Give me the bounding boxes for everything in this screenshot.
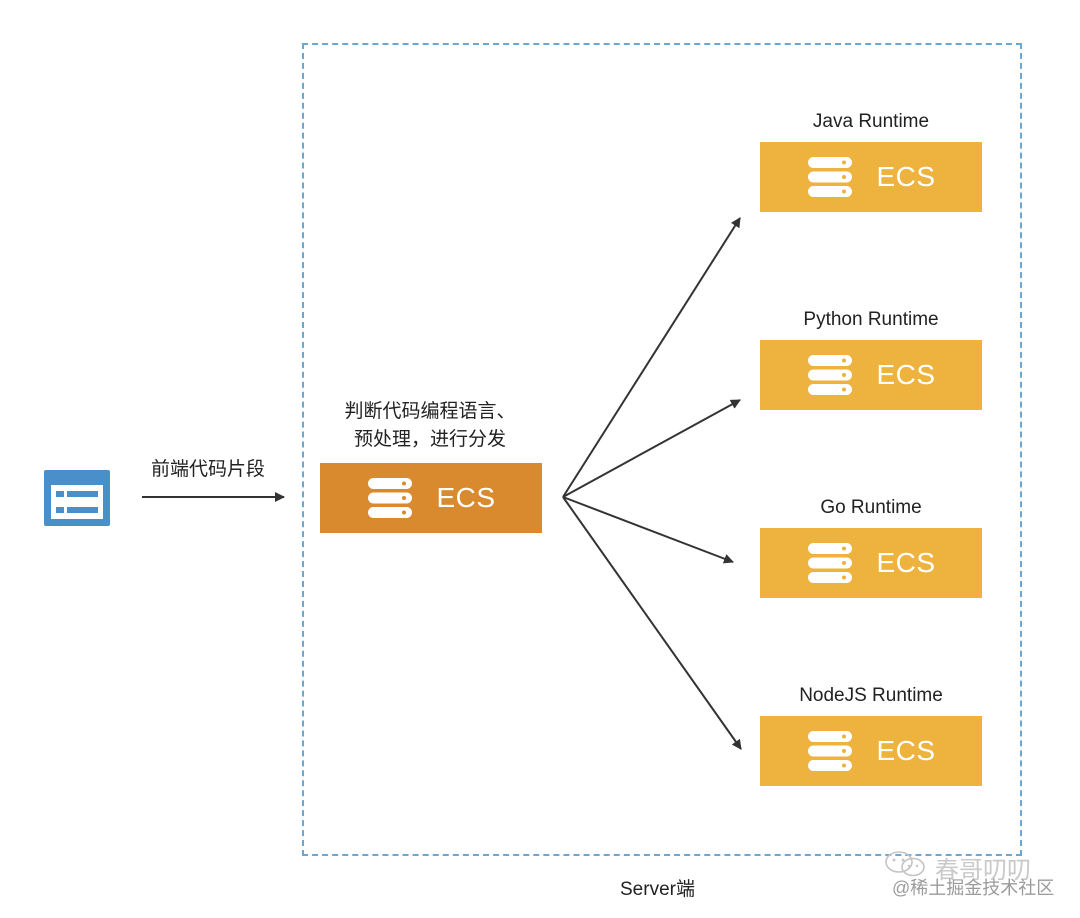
dispatcher-ecs-label: ECS [436, 482, 496, 513]
client-arrow-label: 前端代码片段 [151, 459, 266, 480]
python-ecs-label: ECS [876, 359, 936, 390]
watermark-community: @稀土掘金技术社区 [892, 878, 1055, 898]
server-boundary [302, 43, 1022, 856]
java-ecs-label: ECS [876, 161, 936, 192]
runtime-label-nodejs: NodeJS Runtime [799, 685, 943, 706]
nodejs-runtime-ecs-node: ECS [760, 716, 982, 786]
runtime-label-java: Java Runtime [812, 111, 930, 132]
dispatcher-label-line2: 预处理，进行分发 [353, 429, 506, 450]
dispatcher-label-line1: 判断代码编程语言、 [344, 401, 516, 422]
server-boundary-label: Server端 [620, 879, 695, 900]
browser-window-icon [44, 470, 110, 526]
server-stack-icon [808, 355, 853, 395]
go-ecs-label: ECS [876, 547, 936, 578]
runtime-label-python: Python Runtime [803, 309, 939, 330]
go-runtime-ecs-node: ECS [760, 528, 982, 598]
server-stack-icon [808, 157, 853, 197]
server-stack-icon [808, 731, 853, 771]
python-runtime-ecs-node: ECS [760, 340, 982, 410]
dispatcher-ecs-node: ECS [320, 463, 542, 533]
nodejs-ecs-label: ECS [876, 735, 936, 766]
watermark: 春哥叨叨 @稀土掘金技术社区 [880, 848, 1076, 914]
java-runtime-ecs-node: ECS [760, 142, 982, 212]
wechat-logo-icon [885, 851, 925, 877]
server-stack-icon [808, 543, 853, 583]
watermark-account-name: 春哥叨叨 [935, 857, 1031, 884]
runtime-label-go: Go Runtime [820, 497, 922, 518]
server-stack-icon [368, 478, 413, 518]
